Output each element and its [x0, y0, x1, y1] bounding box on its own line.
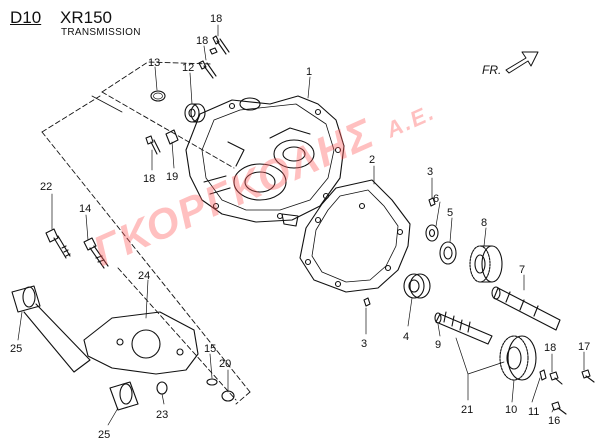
dowel-pin [209, 47, 218, 55]
callout-label: 18 [544, 342, 556, 354]
bushing [11, 285, 91, 373]
diagram-subtitle: TRANSMISSION [61, 27, 141, 38]
bolt [551, 401, 567, 415]
callout-label: 8 [481, 217, 487, 229]
case-gasket [299, 179, 411, 293]
callout-label: 9 [435, 339, 441, 351]
callout-label: 17 [578, 341, 590, 353]
section-code: D10 [10, 8, 42, 27]
leader-lines [17, 24, 585, 426]
bracket-plate [83, 311, 199, 375]
washer [206, 378, 218, 386]
o-ring [150, 90, 166, 102]
callout-label: 16 [548, 415, 560, 427]
dowel-pin [428, 197, 436, 207]
stud-bolt [83, 237, 109, 269]
callout-label: 5 [447, 207, 453, 219]
callout-label: 23 [156, 409, 168, 421]
direction-arrow-icon [505, 51, 539, 74]
callout-label: 7 [519, 264, 525, 276]
callout-labels: 18 18 12 13 1 18 19 22 14 2 3 6 5 8 7 24… [10, 13, 590, 441]
dowel-pin [165, 129, 179, 145]
callout-label: 14 [79, 203, 91, 215]
callout-label: 20 [219, 358, 231, 370]
callout-label: 15 [204, 343, 216, 355]
callout-label: 18 [143, 173, 155, 185]
dowel-pin [363, 297, 371, 307]
callout-label: 18 [210, 13, 222, 25]
collar [156, 381, 168, 395]
circlip [539, 369, 547, 381]
callout-label: 6 [433, 193, 439, 205]
callout-label: 2 [369, 154, 375, 166]
transmission-case [185, 95, 345, 227]
output-shaft [491, 286, 561, 331]
callout-label: 4 [403, 331, 409, 343]
callout-label: 11 [528, 406, 539, 418]
final-gear [469, 245, 503, 283]
assembly-boundary [41, 61, 251, 405]
front-direction-label: FR. [482, 63, 502, 77]
bolt [145, 135, 161, 155]
callout-label: 12 [182, 62, 194, 74]
callout-label: 10 [505, 404, 517, 416]
bolt [45, 228, 71, 259]
callout-label: 3 [427, 166, 433, 178]
bolt [198, 60, 217, 79]
model-name: XR150 [60, 8, 112, 27]
callout-label: 21 [461, 404, 473, 416]
driven-gear [499, 335, 537, 381]
callout-label: 1 [306, 66, 312, 78]
bushing [109, 381, 139, 411]
bearing [403, 273, 431, 299]
callout-label: 19 [166, 171, 178, 183]
seal-small [425, 224, 439, 242]
callout-label: 3 [361, 338, 367, 350]
callout-label: 25 [10, 343, 22, 355]
bolt [549, 371, 563, 385]
callout-label: 25 [98, 429, 110, 441]
callout-label: 18 [196, 35, 208, 47]
callout-label: 22 [40, 181, 52, 193]
callout-label: 13 [148, 57, 160, 69]
countershaft [434, 311, 493, 345]
bolt [212, 35, 230, 55]
callout-label: 24 [138, 270, 150, 282]
bolt [581, 369, 595, 383]
bearing [439, 241, 457, 265]
